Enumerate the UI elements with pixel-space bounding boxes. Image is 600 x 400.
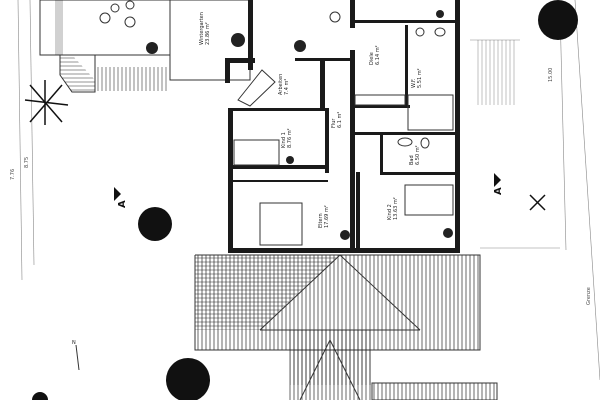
svg-text:6.14 m²: 6.14 m² bbox=[375, 45, 381, 65]
svg-text:A: A bbox=[493, 187, 504, 195]
svg-text:Eltern: Eltern bbox=[318, 213, 324, 228]
svg-text:Kind 2: Kind 2 bbox=[387, 204, 393, 220]
site-boundary bbox=[17, 0, 600, 381]
svg-text:13.63 m²: 13.63 m² bbox=[393, 197, 399, 220]
svg-text:15.00: 15.00 bbox=[548, 68, 554, 82]
svg-text:17.69 m²: 17.69 m² bbox=[324, 205, 330, 228]
svg-text:Kind 1: Kind 1 bbox=[281, 132, 287, 148]
roof-plan bbox=[194, 254, 498, 400]
svg-text:Grenze: Grenze bbox=[586, 287, 592, 305]
section-marker-left: A bbox=[114, 187, 128, 208]
svg-text:8.76 m²: 8.76 m² bbox=[287, 128, 293, 148]
tree-icon bbox=[538, 0, 578, 40]
north-arrow: N bbox=[72, 340, 80, 371]
room-wf: W.F.5.51 m² bbox=[411, 68, 423, 88]
svg-text:6.1 m²: 6.1 m² bbox=[337, 112, 343, 128]
svg-text:Diele: Diele bbox=[369, 52, 375, 65]
tree-icon bbox=[138, 207, 172, 241]
svg-text:A: A bbox=[117, 200, 128, 208]
svg-text:23.86 m²: 23.86 m² bbox=[205, 22, 211, 45]
svg-text:Wintergarten: Wintergarten bbox=[199, 12, 205, 45]
tree-icon bbox=[166, 358, 210, 400]
svg-text:N: N bbox=[72, 340, 76, 346]
svg-text:Bad: Bad bbox=[409, 155, 415, 165]
wintergarten-terrace bbox=[39, 0, 171, 93]
svg-text:Arbeiten: Arbeiten bbox=[278, 74, 284, 95]
svg-text:7.76: 7.76 bbox=[10, 169, 16, 180]
svg-text:6.50 m²: 6.50 m² bbox=[415, 145, 421, 165]
svg-text:5.51 m²: 5.51 m² bbox=[417, 68, 423, 88]
svg-text:7.4 m²: 7.4 m² bbox=[284, 79, 290, 95]
shrub-icon bbox=[529, 194, 546, 211]
svg-text:8.75: 8.75 bbox=[24, 157, 30, 168]
tree-icon bbox=[32, 392, 48, 400]
svg-text:W.F.: W.F. bbox=[411, 78, 417, 88]
tree-icon bbox=[24, 80, 69, 125]
dimensions: 7.76 8.75 15.00 Grenze bbox=[10, 68, 592, 305]
trees bbox=[24, 0, 578, 400]
svg-text:Flur: Flur bbox=[331, 118, 337, 128]
section-marker-right: A bbox=[493, 173, 504, 195]
house-walls bbox=[169, 0, 460, 253]
